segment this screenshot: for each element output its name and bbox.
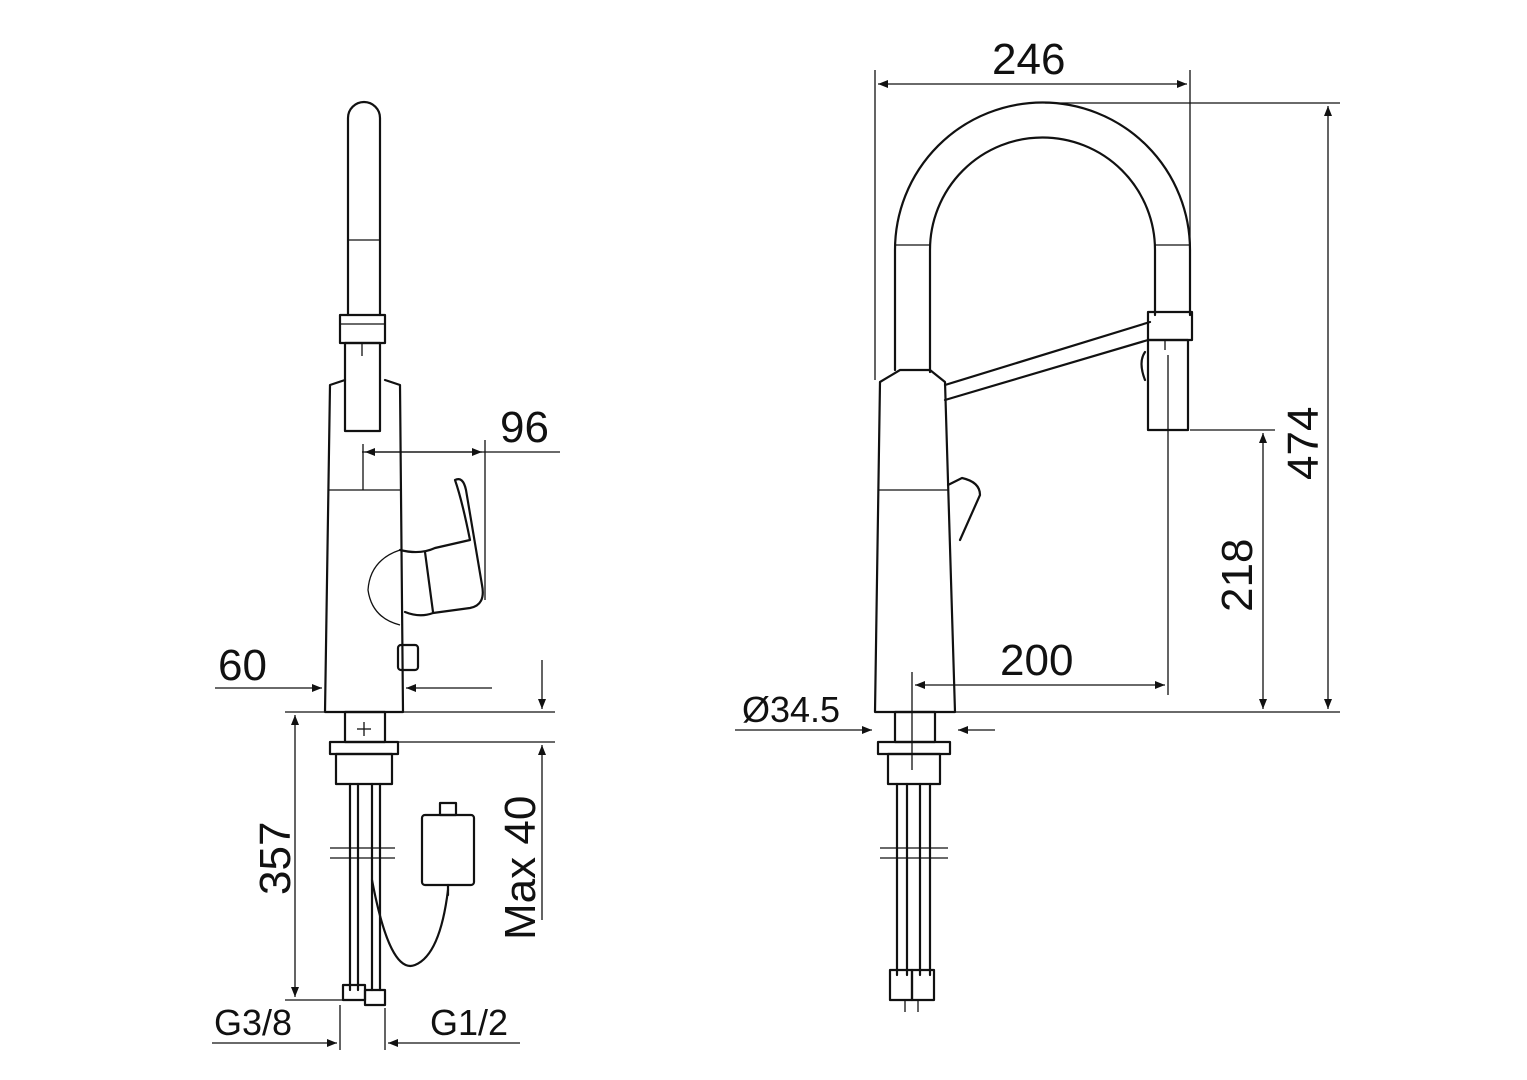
sensor-box	[420, 801, 476, 897]
faucet-body	[323, 378, 484, 714]
dim-spout-width: 246	[992, 35, 1065, 84]
front-view: 246 474 218 200 Ø34.5	[735, 35, 1340, 1012]
pull-out-spout	[338, 100, 387, 433]
arched-spout	[893, 101, 1194, 432]
front-body	[873, 368, 982, 714]
dim-max-deck-thickness: Max 40	[496, 796, 545, 940]
front-dimensions: 246 474 218 200 Ø34.5	[735, 35, 1340, 770]
dim-spout-reach: 200	[1000, 636, 1073, 685]
dim-lever-reach: 96	[500, 403, 549, 452]
dim-below-deck-length: 357	[251, 822, 300, 895]
dim-connection-right: G1/2	[430, 1002, 508, 1043]
mounting-kit	[328, 710, 450, 1007]
side-view: 96 60 357 Max 40 G3/8 G1/2	[212, 100, 560, 1050]
front-mounting-kit	[876, 710, 952, 1012]
side-dimensions: 96 60 357 Max 40 G3/8 G1/2	[212, 403, 560, 1050]
dim-connection-left: G3/8	[214, 1002, 292, 1043]
dim-hole-diameter: Ø34.5	[742, 689, 840, 730]
dim-outlet-height: 218	[1213, 539, 1262, 612]
dim-body-diameter: 60	[218, 641, 267, 690]
dim-total-height: 474	[1279, 407, 1328, 480]
